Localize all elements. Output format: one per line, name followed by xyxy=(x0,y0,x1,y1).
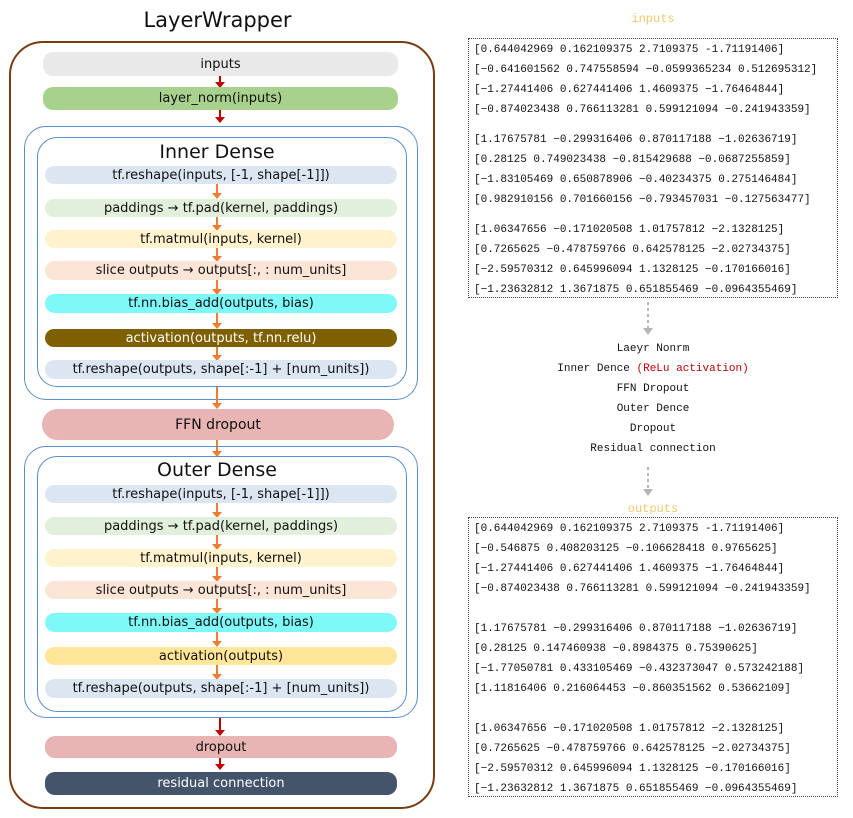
matrix-row: [−1.83105469 0.650878906 −0.40234375 0.2… xyxy=(474,174,798,186)
outer-dense-title: Outer Dense xyxy=(157,459,277,481)
matrix-row: [−1.23632812 1.3671875 0.651855469 −0.09… xyxy=(474,284,798,296)
outer-reshape-step: tf.reshape(inputs, [-1, shape[-1]]) xyxy=(45,485,397,503)
matrix-row: [0.7265625 −0.478759766 0.642578125 −2.0… xyxy=(474,244,791,256)
matrix-row: [0.644042969 0.162109375 2.7109375 -1.71… xyxy=(474,44,785,56)
inner-pad-step: paddings → tf.pad(kernel, paddings) xyxy=(45,199,397,217)
matrix-row: [−2.59570312 0.645996094 1.1328125 −0.17… xyxy=(474,763,791,775)
inner-reshape-step: tf.reshape(inputs, [-1, shape[-1]]) xyxy=(45,166,397,184)
step-inner-dense-text: Inner Dence xyxy=(557,363,630,375)
inputs-matrix: [0.644042969 0.162109375 2.7109375 -1.71… xyxy=(468,38,838,298)
inner-matmul-step: tf.matmul(inputs, kernel) xyxy=(45,230,397,248)
matrix-row: [−0.546875 0.408203125 −0.106628418 0.97… xyxy=(474,543,778,555)
outer-slice-step: slice outputs → outputs[:, : num_units] xyxy=(45,581,397,599)
matrix-row: [−0.874023438 0.766113281 0.599121094 −0… xyxy=(474,104,811,116)
step-residual: Residual connection xyxy=(590,443,716,455)
matrix-row: [1.11816406 0.216064453 −0.860351562 0.5… xyxy=(474,683,791,695)
dropout-node: dropout xyxy=(45,736,397,758)
matrix-row: [1.17675781 −0.299316406 0.870117188 −1.… xyxy=(474,134,798,146)
step-dropout: Dropout xyxy=(629,423,677,435)
matrix-row: [1.06347656 −0.171020508 1.01757812 −2.1… xyxy=(474,723,785,735)
inputs-panel-label: inputs xyxy=(631,12,675,26)
matrix-row: [0.644042969 0.162109375 2.7109375 -1.71… xyxy=(474,523,785,535)
layer-norm-node: layer_norm(inputs) xyxy=(43,87,398,110)
matrix-row: [0.7265625 −0.478759766 0.642578125 −2.0… xyxy=(474,743,791,755)
matrix-row: [−0.874023438 0.766113281 0.599121094 −0… xyxy=(474,583,811,595)
outputs-panel-label: outputs xyxy=(627,502,679,516)
inputs-node: inputs xyxy=(43,52,398,76)
matrix-row: [0.982910156 0.701660156 −0.793457031 −0… xyxy=(474,194,811,206)
outputs-matrix: [0.644042969 0.162109375 2.7109375 -1.71… xyxy=(468,517,838,797)
matrix-row: [1.17675781 −0.299316406 0.870117188 −1.… xyxy=(474,623,798,635)
step-relu-note: (ReLu activation) xyxy=(636,363,749,375)
outer-activation-step: activation(outputs) xyxy=(45,647,397,665)
matrix-row: [−1.27441406 0.627441406 1.4609375 −1.76… xyxy=(474,563,785,575)
outer-pad-step: paddings → tf.pad(kernel, paddings) xyxy=(45,517,397,535)
matrix-row: [−1.77050781 0.433105469 −0.432373047 0.… xyxy=(474,663,805,675)
layer-wrapper-frame xyxy=(9,41,435,809)
matrix-row: [−1.27441406 0.627441406 1.4609375 −1.76… xyxy=(474,84,785,96)
matrix-row: [1.06347656 −0.171020508 1.01757812 −2.1… xyxy=(474,224,785,236)
step-inner-dense: Inner Dence (ReLu activation) xyxy=(468,363,838,375)
inner-dense-group xyxy=(24,126,418,400)
inner-dense-title: Inner Dense xyxy=(159,141,275,163)
matrix-row: [0.28125 0.147460938 −0.8984375 0.753906… xyxy=(474,643,758,655)
inner-dense-box xyxy=(37,137,407,387)
outer-matmul-step: tf.matmul(inputs, kernel) xyxy=(45,549,397,567)
outer-dense-box xyxy=(37,456,407,712)
outer-reshape-out-step: tf.reshape(outputs, shape[:-1] + [num_un… xyxy=(45,679,397,698)
outer-dense-group xyxy=(24,446,418,718)
inner-reshape-out-step: tf.reshape(outputs, shape[:-1] + [num_un… xyxy=(45,360,397,379)
matrix-row: [0.28125 0.749023438 −0.815429688 −0.068… xyxy=(474,154,791,166)
residual-connection-node: residual connection xyxy=(45,772,397,795)
diagram-title: LayerWrapper xyxy=(143,8,292,32)
inner-slice-step: slice outputs → outputs[:, : num_units] xyxy=(45,261,397,280)
step-ffn-dropout: FFN Dropout xyxy=(616,383,690,395)
ffn-dropout-node: FFN dropout xyxy=(42,409,394,440)
inner-bias-add-step: tf.nn.bias_add(outputs, bias) xyxy=(45,294,397,313)
step-layer-norm: Laeyr Nonrm xyxy=(616,343,690,355)
step-outer-dense: Outer Dence xyxy=(616,403,690,415)
matrix-row: [−1.23632812 1.3671875 0.651855469 −0.09… xyxy=(474,783,798,795)
outer-bias-add-step: tf.nn.bias_add(outputs, bias) xyxy=(45,613,397,632)
matrix-row: [−0.641601562 0.747558594 −0.0599365234 … xyxy=(474,64,818,76)
inner-relu-activation-step: activation(outputs, tf.nn.relu) xyxy=(45,329,397,347)
matrix-row: [−2.59570312 0.645996094 1.1328125 −0.17… xyxy=(474,264,791,276)
